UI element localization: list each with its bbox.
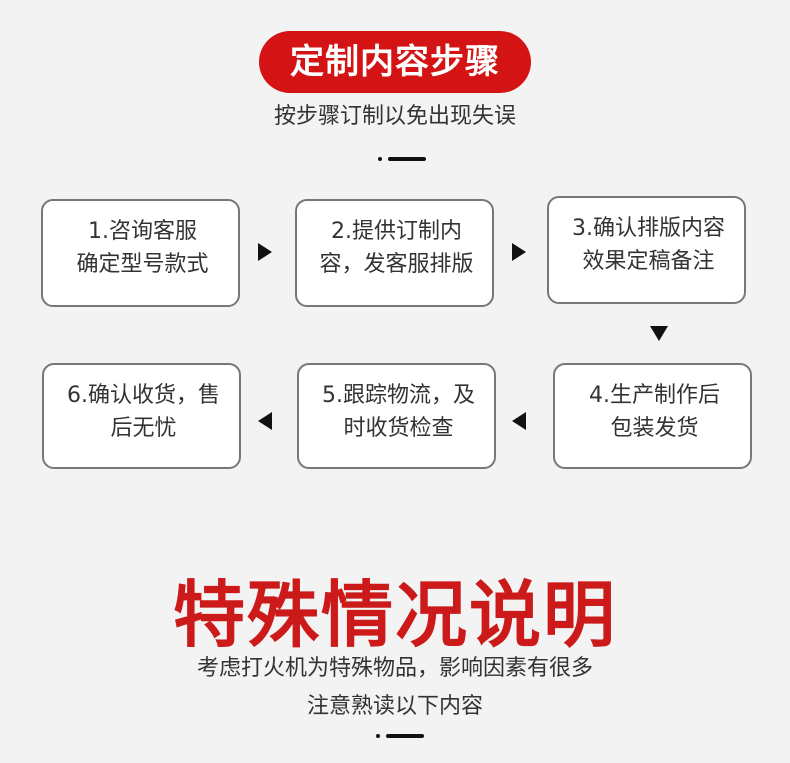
arrow-down-icon	[650, 326, 668, 341]
divider-dot	[376, 734, 380, 738]
arrow-right-icon	[512, 243, 526, 261]
divider-dot	[378, 157, 382, 161]
step-5-box: 5.跟踪物流，及 时收货检查	[297, 363, 496, 469]
notice-line-2: 注意熟读以下内容	[306, 694, 483, 719]
arrow-right-icon	[258, 243, 272, 261]
section-title-pill: 定制内容步骤	[259, 31, 531, 93]
step-1-box: 1.咨询客服 确定型号款式	[41, 199, 240, 307]
step-4-box: 4.生产制作后 包装发货	[553, 363, 752, 469]
arrow-left-icon	[512, 412, 526, 430]
section-subtitle: 按步骤订制以免出现失误	[273, 104, 516, 129]
notice-title: 特殊情况说明	[172, 573, 617, 657]
divider-bottom	[376, 733, 436, 739]
notice-line-1: 考虑打火机为特殊物品，影响因素有很多	[196, 656, 593, 681]
divider-top	[378, 156, 438, 162]
section-title: 定制内容步骤	[290, 42, 500, 82]
step-3-box: 3.确认排版内容 效果定稿备注	[547, 196, 746, 304]
divider-bar	[388, 157, 426, 161]
divider-bar	[386, 734, 424, 738]
arrow-left-icon	[258, 412, 272, 430]
step-2-box: 2.提供订制内 容，发客服排版	[295, 199, 494, 307]
step-6-box: 6.确认收货，售 后无忧	[42, 363, 241, 469]
